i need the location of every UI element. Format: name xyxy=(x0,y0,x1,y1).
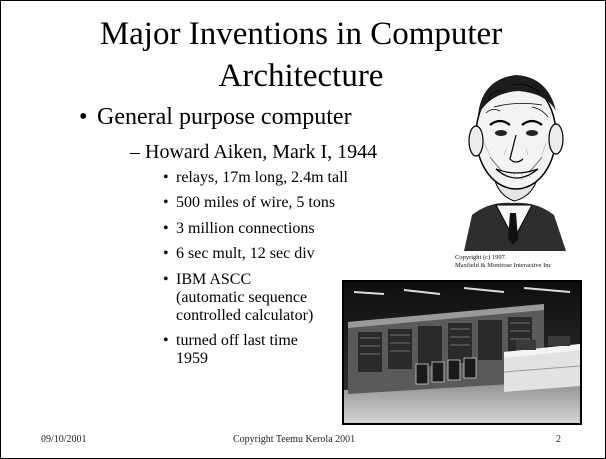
bullet-level-3-continuation: 1959 xyxy=(176,350,208,367)
footer-date: 09/10/2001 xyxy=(41,434,87,445)
bullet-dot-icon: • xyxy=(163,194,169,211)
credit-line-1: Copyright (c) 1997. xyxy=(455,254,507,261)
bullet-level-3-continuation: (automatic sequence xyxy=(176,289,308,306)
bullet-level-3-text: 3 million connections xyxy=(176,220,315,237)
howard-aiken-portrait xyxy=(464,75,566,251)
bullet-level-1-text: General purpose computer xyxy=(97,104,352,130)
bullet-level-3: • turned off last time xyxy=(163,332,298,350)
bullet-level-3: • 500 miles of wire, 5 tons xyxy=(163,194,336,212)
bullet-level-3: • relays, 17m long, 2.4m tall xyxy=(163,169,348,187)
slide-title: Major Inventions in Computer Architectur… xyxy=(41,13,561,97)
portrait-credit: Copyright (c) 1997. Maxfield & Montrose … xyxy=(455,254,551,270)
mark-i-photo xyxy=(342,280,582,425)
bullet-level-3-continuation: controlled calculator) xyxy=(176,307,314,324)
bullet-dot-icon: • xyxy=(163,169,169,186)
credit-line-2: Maxfield & Montrose Interactive Inc xyxy=(455,262,552,269)
footer-copyright: Copyright Teemu Kerola 2001 xyxy=(233,434,356,445)
bullet-dot-icon: • xyxy=(79,104,88,130)
bullet-level-3: • 3 million connections xyxy=(163,220,315,238)
bullet-dot-icon: • xyxy=(163,220,169,237)
bullet-level-3-text: relays, 17m long, 2.4m tall xyxy=(176,169,348,186)
bullet-dot-icon: • xyxy=(163,271,169,288)
bullet-level-3-text: IBM ASCC xyxy=(176,271,252,288)
bullet-dot-icon: • xyxy=(163,245,169,262)
bullet-level-3-text: turned off last time xyxy=(176,332,298,349)
bullet-level-3-text: 500 miles of wire, 5 tons xyxy=(176,194,336,211)
title-line-1: Major Inventions in Computer xyxy=(99,16,503,52)
footer-page-number: 2 xyxy=(556,434,561,445)
bullet-level-3: • 6 sec mult, 12 sec div xyxy=(163,245,315,263)
bullet-dot-icon: • xyxy=(163,332,169,349)
bullet-level-3: • IBM ASCC xyxy=(163,271,252,289)
mark-i-machine-image xyxy=(344,282,580,423)
bullet-level-3-text: 6 sec mult, 12 sec div xyxy=(176,245,315,262)
bullet-level-2: – Howard Aiken, Mark I, 1944 xyxy=(130,141,378,163)
bullet-level-1: • General purpose computer xyxy=(79,103,352,131)
title-line-2: Architecture xyxy=(218,58,384,94)
